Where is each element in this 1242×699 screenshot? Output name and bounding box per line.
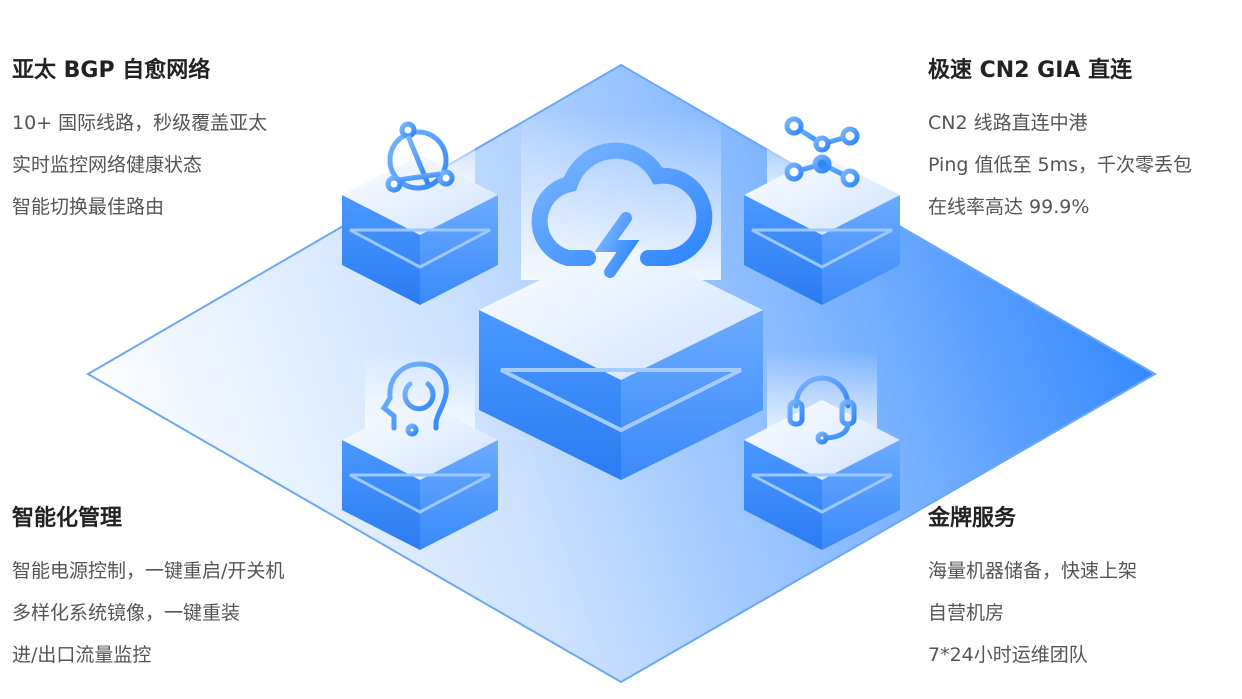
cube-top-left: [342, 115, 498, 305]
feature-line: 7*24小时运维团队: [928, 644, 1088, 666]
feature-cn2-gia: 极速 CN2 GIA 直连 CN2 线路直连中港 Ping 值低至 5ms，千次…: [928, 58, 1242, 228]
feature-line: 多样化系统镜像，一键重装: [12, 602, 241, 624]
feature-title: 亚太 BGP 自愈网络: [12, 58, 211, 83]
cube-bottom-right: [744, 350, 900, 550]
head-power-icon: [380, 361, 449, 437]
globe-network-icon: [385, 121, 455, 193]
feature-line: 智能电源控制，一键重启/开关机: [12, 560, 285, 582]
node-graph-icon: [784, 116, 860, 188]
feature-line: 海量机器储备，快速上架: [928, 560, 1138, 582]
cloud-lightning-icon: [531, 142, 713, 278]
feature-line: 自营机房: [928, 602, 1005, 624]
feature-line: 实时监控网络健康状态: [12, 154, 203, 176]
feature-title: 智能化管理: [12, 506, 123, 531]
feature-bgp-network: 亚太 BGP 自愈网络 10+ 国际线路，秒级覆盖亚太 实时监控网络健康状态 智…: [12, 58, 342, 228]
feature-line: Ping 值低至 5ms，千次零丢包: [928, 154, 1192, 176]
headset-icon: [787, 375, 857, 445]
feature-title: 极速 CN2 GIA 直连: [928, 58, 1133, 83]
cube-center: [479, 110, 763, 480]
feature-line: 智能切换最佳路由: [12, 196, 165, 218]
cube-bottom-left: [342, 350, 498, 550]
feature-line: 10+ 国际线路，秒级覆盖亚太: [12, 112, 268, 134]
feature-gold-service: 金牌服务 海量机器储备，快速上架 自营机房 7*24小时运维团队: [928, 506, 1242, 676]
feature-line: CN2 线路直连中港: [928, 112, 1088, 134]
feature-line: 进/出口流量监控: [12, 644, 152, 666]
feature-title: 金牌服务: [928, 506, 1017, 531]
feature-smart-management: 智能化管理 智能电源控制，一键重启/开关机 多样化系统镜像，一键重装 进/出口流…: [12, 506, 342, 676]
feature-line: 在线率高达 99.9%: [928, 196, 1090, 218]
